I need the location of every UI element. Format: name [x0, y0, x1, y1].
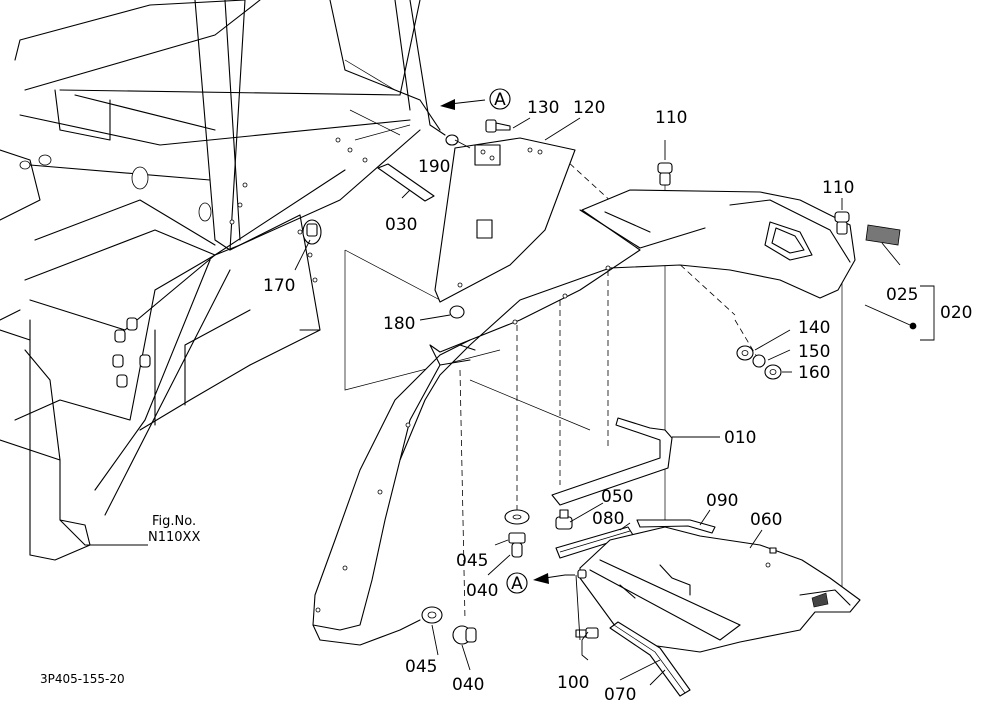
bar-030: [377, 163, 435, 202]
callout-045-upper: 045: [456, 551, 488, 571]
washer-045-lower: [421, 606, 443, 624]
washer-140: [736, 345, 754, 361]
callout-040-upper: 040: [466, 581, 498, 601]
callout-110-right: 110: [822, 178, 854, 198]
figure-reference: Fig.No. N110XX: [148, 514, 200, 545]
washer-150: [752, 354, 766, 368]
callout-060: 060: [750, 510, 782, 530]
pad-025: [865, 224, 901, 246]
callout-140: 140: [798, 318, 830, 338]
callout-040-lower: 040: [452, 675, 484, 695]
nut-180: [449, 305, 465, 319]
bolt-050: [555, 509, 573, 530]
callout-030: 030: [385, 215, 417, 235]
bolt-130: [485, 119, 511, 133]
stay-010: [551, 417, 673, 506]
view-arrow-lower: A: [506, 572, 575, 594]
callout-180: 180: [383, 314, 415, 334]
clip-040-lower: [452, 625, 477, 645]
leader-lines: [85, 117, 935, 686]
strip-090: [636, 519, 716, 534]
bolt-170: [302, 219, 322, 245]
bracket-plate-120: [434, 137, 576, 303]
callout-190: 190: [418, 157, 450, 177]
drawing-code: 3P405-155-20: [40, 672, 125, 686]
callout-110-left: 110: [655, 108, 687, 128]
screw-100: [575, 569, 599, 639]
callout-080: 080: [592, 509, 624, 529]
callout-020: 020: [940, 303, 972, 323]
callout-090: 090: [706, 491, 738, 511]
callout-010: 010: [724, 428, 756, 448]
bolt-110-right: [834, 211, 850, 235]
seal-070: [609, 621, 691, 697]
callout-120: 120: [573, 98, 605, 118]
view-arrow-upper: A: [440, 88, 511, 110]
callout-170: 170: [263, 276, 295, 296]
fender-assembly-020: [312, 189, 917, 646]
clip-040-upper: [508, 532, 526, 558]
view-marker-lower: A: [511, 574, 523, 594]
fig-ref-line2: N110XX: [148, 530, 200, 545]
fig-ref-line1: Fig.No.: [152, 514, 196, 529]
callout-130: 130: [527, 98, 559, 118]
washer-045-upper: [504, 509, 530, 525]
callout-050: 050: [601, 487, 633, 507]
nut-190: [445, 134, 459, 146]
callout-labels: 130 120 110 110 190 030 170 180 025 020 …: [263, 98, 972, 705]
view-marker-upper: A: [494, 90, 506, 110]
nut-160: [764, 364, 782, 380]
callout-045-lower: 045: [405, 657, 437, 677]
callout-160: 160: [798, 363, 830, 383]
bolt-110-left: [657, 162, 673, 186]
cab-frame: [0, 0, 446, 561]
callout-100: 100: [557, 673, 589, 693]
callout-150: 150: [798, 342, 830, 362]
callout-025: 025: [886, 285, 918, 305]
callout-070: 070: [604, 685, 636, 705]
